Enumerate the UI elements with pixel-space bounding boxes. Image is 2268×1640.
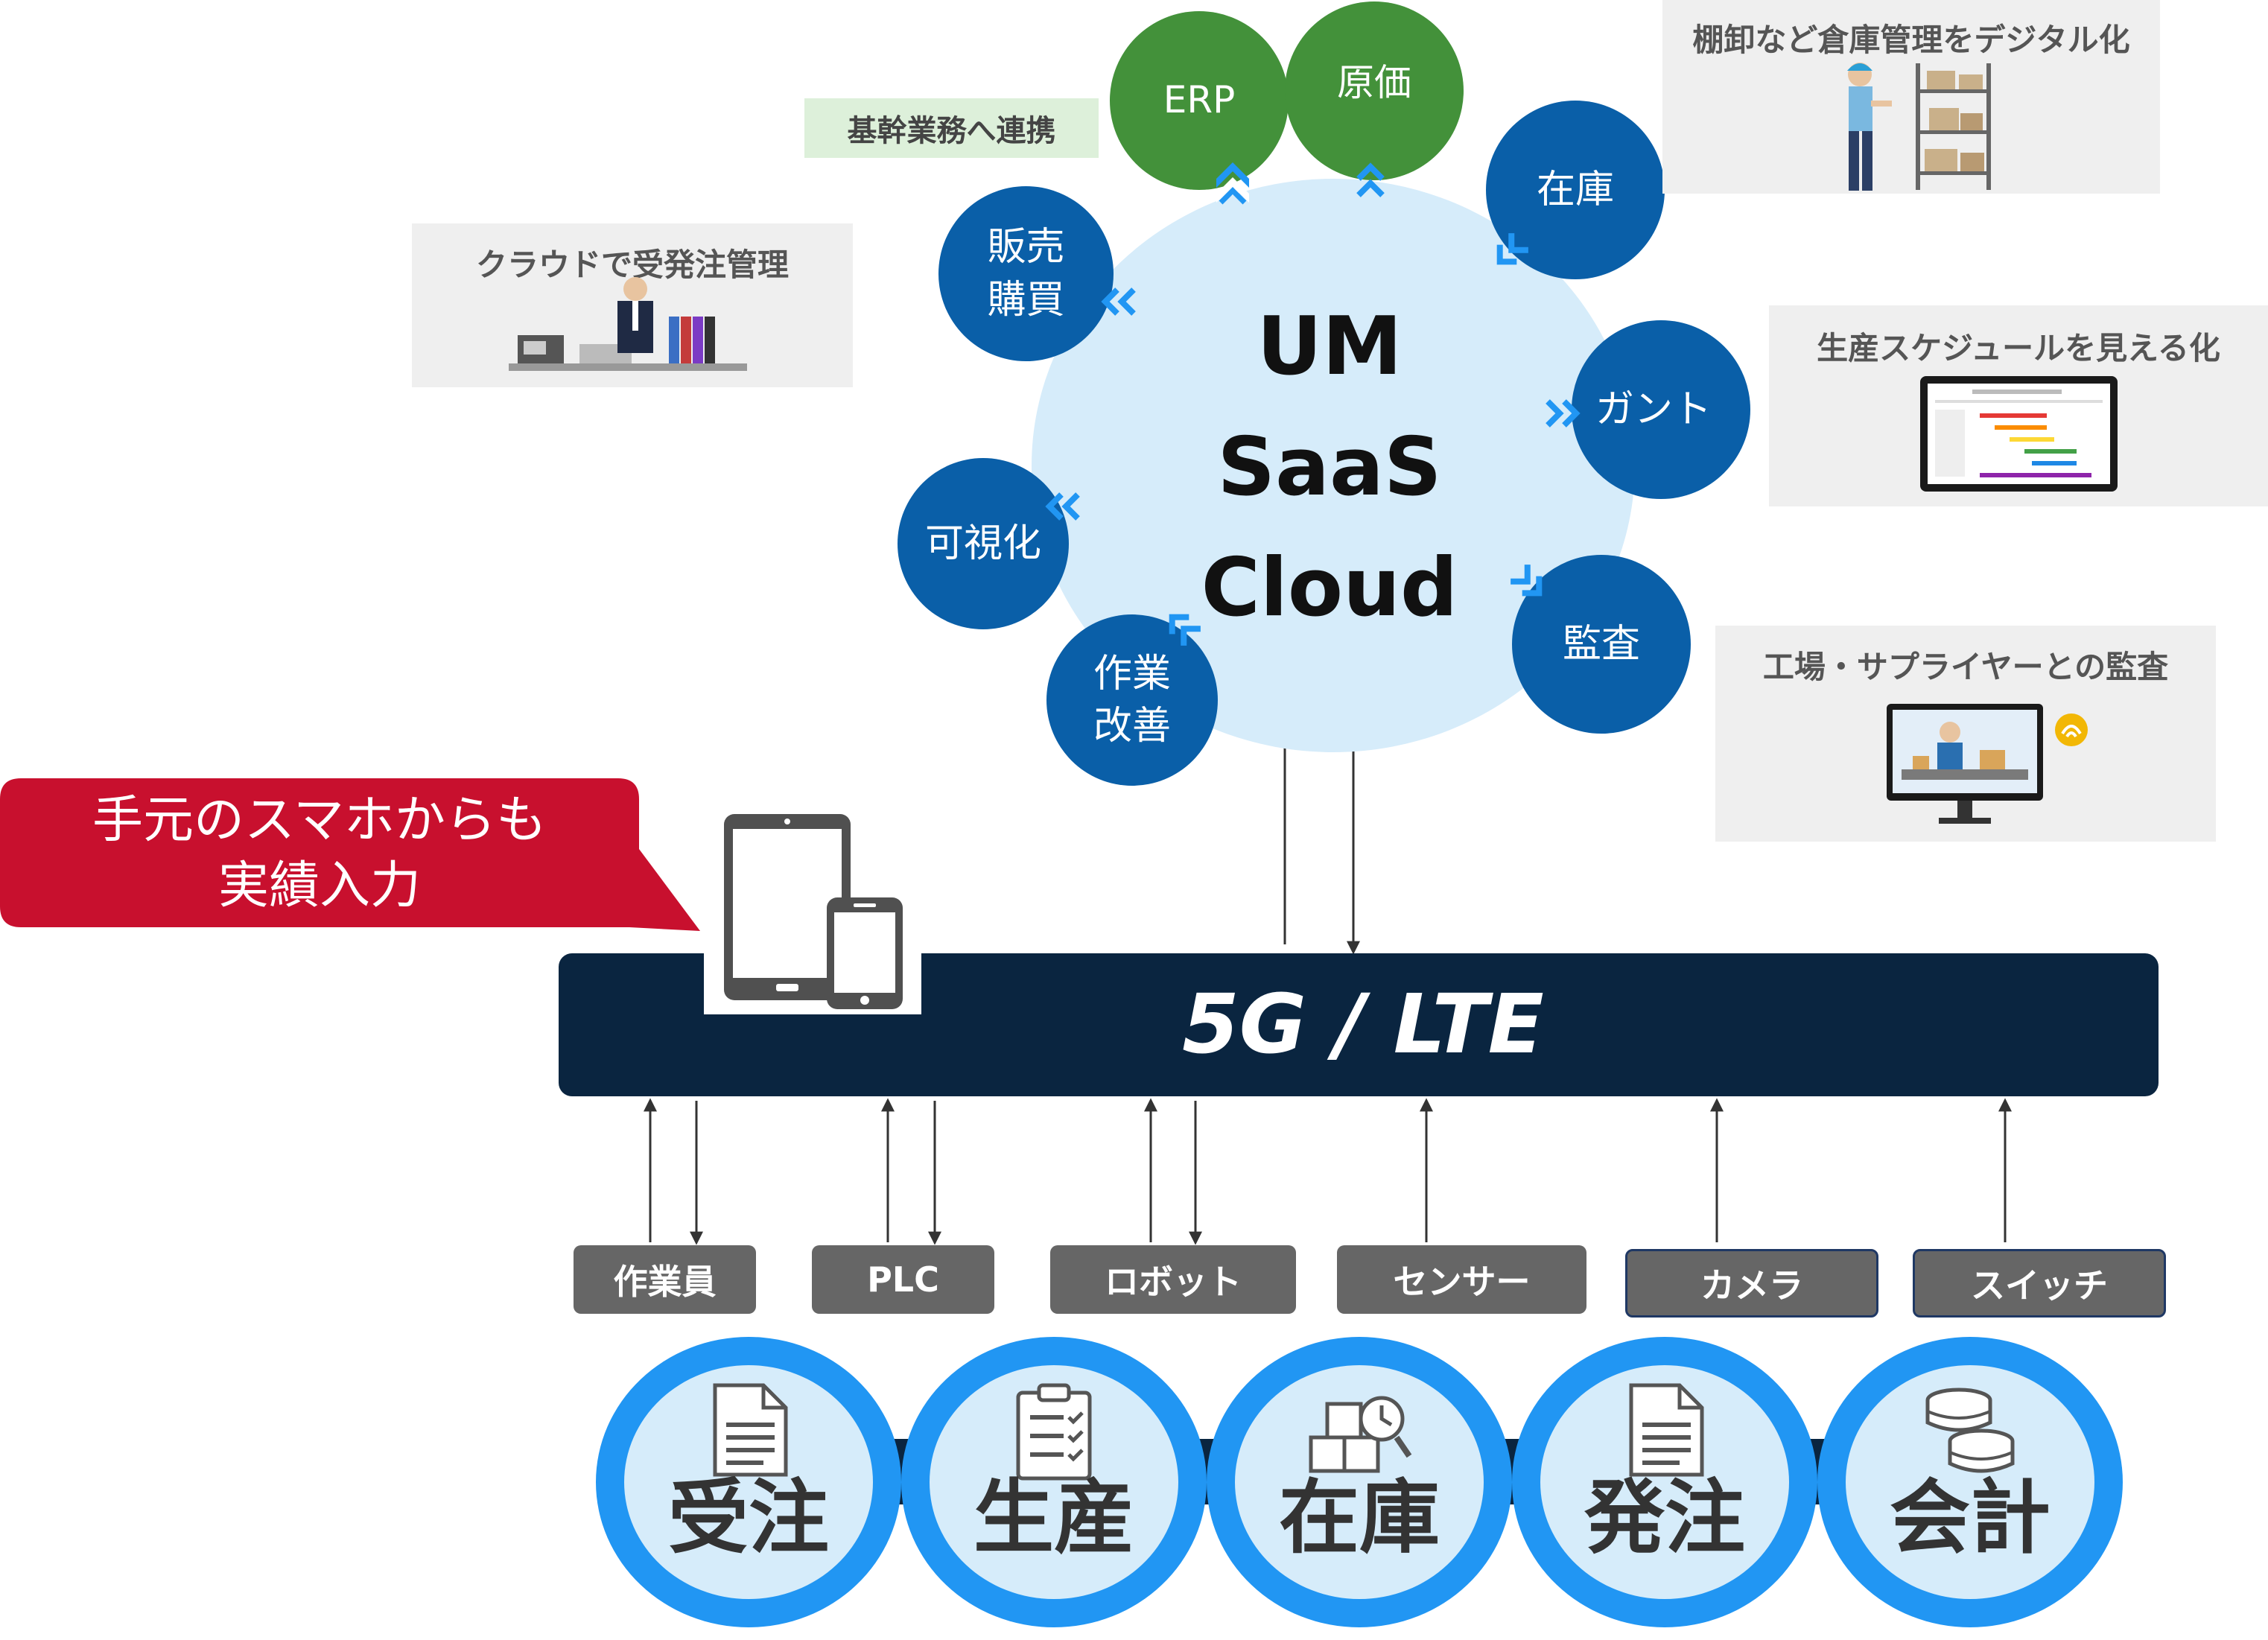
callout-kikan-label: 基幹業務へ連携 xyxy=(847,114,1056,148)
module-sagyo-line1: 作業 xyxy=(1093,651,1171,696)
module-sagyo-kaizen: 作業 改善 xyxy=(1046,614,1218,786)
module-kashika-label: 可視化 xyxy=(924,521,1041,566)
clipboard-checklist-icon xyxy=(1016,1383,1092,1481)
module-gantt-label: ガント xyxy=(1595,387,1712,432)
module-genka-label: 原価 xyxy=(1337,61,1411,105)
device-switch-label: スイッチ xyxy=(1971,1265,2108,1306)
callout-schedule: 生産スケジュールを見える化 xyxy=(1769,305,2268,506)
network-label: 5G / LTE xyxy=(1182,976,1544,1072)
warehouse-worker-illustration xyxy=(1847,63,1991,191)
mobile-bubble-line1: 手元のスマホからも xyxy=(92,791,547,850)
process-zaiko: 在庫 xyxy=(1207,1337,1512,1627)
module-kansa-label: 監査 xyxy=(1562,621,1640,667)
process-hatchu-label: 発注 xyxy=(1584,1472,1745,1565)
device-worker: 作業員 xyxy=(574,1245,756,1314)
callout-schedule-title: 生産スケジュールを見える化 xyxy=(1817,330,2220,366)
coins-icon xyxy=(1925,1388,2015,1473)
inventory-boxes-icon xyxy=(1309,1396,1412,1473)
document-icon xyxy=(713,1383,788,1477)
mobile-input-bubble: 手元のスマホからも 実績入力 xyxy=(0,788,639,919)
chevron-icon xyxy=(1169,614,1201,646)
device-sensor: センサー xyxy=(1337,1245,1586,1314)
process-seisan: 生産 xyxy=(901,1337,1207,1627)
device-camera-label: カメラ xyxy=(1700,1265,1803,1306)
process-zaiko-label: 在庫 xyxy=(1278,1472,1440,1565)
device-robot-label: ロボット xyxy=(1105,1262,1242,1302)
chevron-icon xyxy=(1101,287,1136,316)
document-icon xyxy=(1629,1383,1704,1477)
tablet-phone-icon xyxy=(724,814,903,1009)
callout-kikan: 基幹業務へ連携 xyxy=(804,98,1099,158)
device-plc: PLC xyxy=(812,1245,994,1314)
callout-warehouse-title: 棚卸など倉庫管理をデジタル化 xyxy=(1692,22,2130,58)
chevron-icon xyxy=(1496,233,1528,265)
module-sagyo-line2: 改善 xyxy=(1093,704,1171,749)
callout-cloud-order: クラウドで受発注管理 xyxy=(412,223,853,387)
audit-monitor-icon xyxy=(1887,704,2088,824)
chevron-icon xyxy=(1546,399,1581,428)
process-seisan-label: 生産 xyxy=(973,1472,1134,1565)
device-camera: カメラ xyxy=(1625,1249,1878,1318)
cloud-label: UM SaaS Cloud xyxy=(1181,287,1478,649)
device-switch: スイッチ xyxy=(1913,1249,2166,1318)
module-hanbai-line2: 購買 xyxy=(987,277,1065,322)
chevron-icon xyxy=(1216,162,1249,205)
module-gantt: ガント xyxy=(1572,320,1750,499)
process-kaikei: 会計 xyxy=(1817,1337,2123,1627)
cloud-label-line1: UM xyxy=(1257,300,1403,393)
module-erp: ERP xyxy=(1110,11,1289,190)
callout-audit-title: 工場・サプライヤーとの監査 xyxy=(1762,649,2169,685)
chevron-icon xyxy=(1511,565,1543,597)
callout-cloud-order-title: クラウドで受発注管理 xyxy=(475,247,789,283)
module-zaiko-label: 在庫 xyxy=(1536,167,1614,212)
callout-warehouse: 棚卸など倉庫管理をデジタル化 xyxy=(1662,0,2160,194)
process-juchu: 受注 xyxy=(596,1337,901,1627)
module-hanbai-kobai: 販売 購買 xyxy=(938,186,1114,361)
cloud-label-line3: Cloud xyxy=(1201,541,1458,635)
process-juchu-label: 受注 xyxy=(667,1472,829,1565)
process-hatchu: 発注 xyxy=(1512,1337,1817,1627)
cloud-label-line2: SaaS xyxy=(1217,421,1442,514)
module-erp-label: ERP xyxy=(1163,78,1236,122)
office-worker-illustration xyxy=(509,277,747,371)
module-zaiko: 在庫 xyxy=(1486,101,1665,279)
process-kaikei-label: 会計 xyxy=(1889,1472,2051,1565)
device-worker-label: 作業員 xyxy=(613,1262,717,1302)
module-hanbai-line1: 販売 xyxy=(987,225,1065,270)
mobile-input-bubble-shape xyxy=(0,778,700,931)
chevron-icon xyxy=(1356,162,1385,197)
device-plc-label: PLC xyxy=(867,1259,939,1300)
device-sensor-label: センサー xyxy=(1393,1262,1531,1302)
module-genka: 原価 xyxy=(1285,1,1464,180)
device-robot: ロボット xyxy=(1050,1245,1296,1314)
gantt-monitor-icon xyxy=(1920,376,2118,492)
chevron-icon xyxy=(1045,492,1080,521)
callout-audit: 工場・サプライヤーとの監査 xyxy=(1715,626,2216,842)
module-kashika: 可視化 xyxy=(898,458,1069,629)
mobile-bubble-line2: 実績入力 xyxy=(217,856,421,915)
